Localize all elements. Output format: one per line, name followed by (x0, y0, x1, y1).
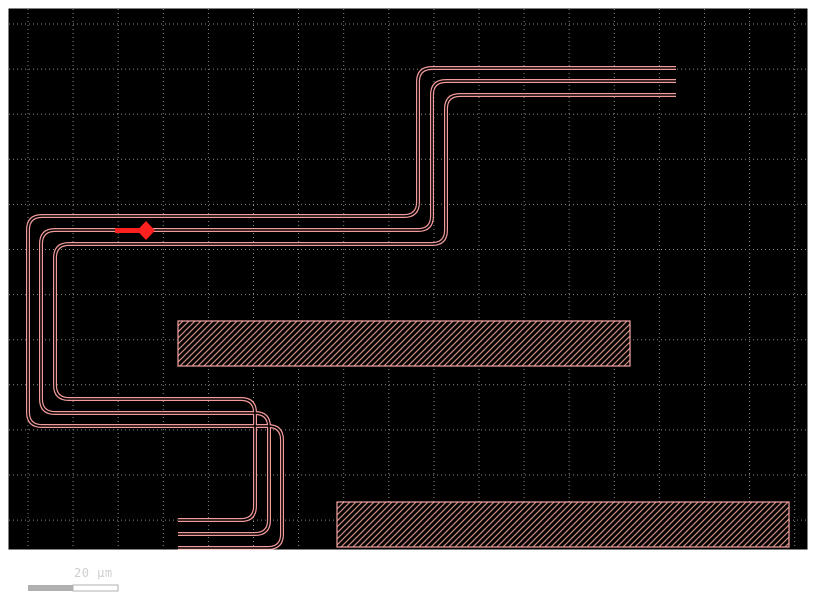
waveguide-2-core (40, 80, 676, 535)
canvas-background (8, 8, 808, 550)
canvas-frame (7, 7, 809, 551)
bond-pad-lower[interactable] (336, 501, 790, 548)
waveguide-3-core (54, 94, 676, 521)
waveguide-bundle[interactable] (26, 66, 676, 550)
scale-bar (28, 584, 119, 592)
port-marker-bar (115, 228, 147, 233)
bond-pad-upper[interactable] (177, 320, 631, 367)
port-arrow-icon (137, 221, 155, 240)
scale-bar-half (72, 584, 119, 592)
port-marker[interactable] (115, 221, 155, 240)
waveguide-1-core (27, 67, 676, 549)
scale-bar-label: 20 µm (74, 566, 113, 580)
